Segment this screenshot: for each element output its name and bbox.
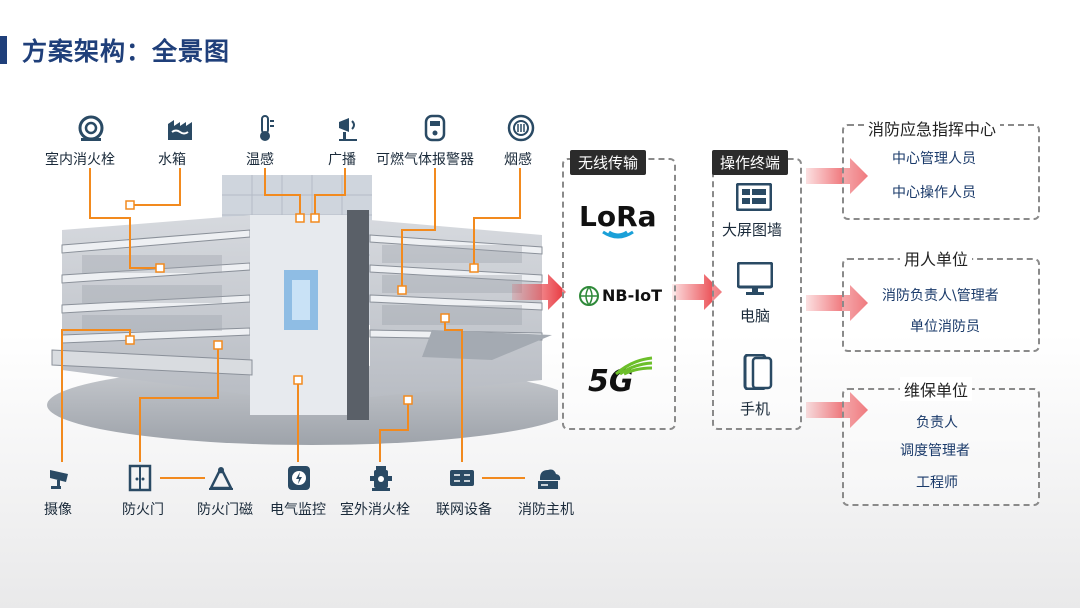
terminal-item-video-wall: 大屏图墙	[722, 221, 783, 239]
smoke-detector-icon	[507, 114, 535, 142]
group-command-center	[842, 124, 1040, 220]
group-employer	[842, 258, 1040, 352]
device-label-broadcast: 广播	[328, 152, 356, 168]
member-dispatcher: 调度管理者	[900, 443, 970, 459]
device-label-smoke: 烟感	[504, 152, 532, 168]
terminal-item-phone: 手机	[740, 400, 771, 418]
device-label-network: 联网设备	[436, 502, 492, 518]
terminal-title: 操作终端	[712, 150, 789, 175]
fire-door-icon	[126, 464, 154, 492]
device-label-outdoor-hydrant: 室外消火栓	[340, 502, 410, 518]
device-label-fire-host: 消防主机	[518, 502, 574, 518]
thermometer-icon	[251, 114, 279, 142]
device-label-temperature: 温感	[246, 152, 274, 168]
device-label-indoor-hydrant: 室内消火栓	[45, 152, 115, 168]
member-unit-fireman: 单位消防员	[910, 319, 980, 335]
building-cutaway-illustration	[47, 175, 558, 445]
terminal-item-computer: 电脑	[740, 307, 771, 325]
lora-logo: LoRa	[579, 200, 657, 233]
phone-icon	[743, 353, 773, 391]
network-device-icon	[448, 464, 476, 492]
hydrant-icon	[367, 464, 395, 492]
gas-detector-icon	[421, 114, 449, 142]
5g-signal-icon	[615, 356, 653, 376]
device-label-electrical: 电气监控	[270, 502, 326, 518]
title-accent-bar	[0, 36, 7, 64]
hose-reel-icon	[77, 114, 105, 142]
group-maintenance-title: 维保单位	[900, 377, 973, 401]
device-label-camera: 摄像	[44, 502, 72, 518]
page-title: 方案架构：全景图	[22, 37, 231, 66]
fire-host-icon	[534, 464, 562, 492]
group-employer-title: 用人单位	[900, 246, 973, 270]
member-engineer: 工程师	[916, 475, 958, 491]
electrical-monitor-icon	[285, 464, 313, 492]
monitor-icon	[736, 261, 774, 296]
globe-icon	[579, 286, 599, 306]
lora-signal-icon	[602, 230, 634, 239]
member-center-manager: 中心管理人员	[892, 151, 976, 167]
member-responsible: 负责人	[916, 415, 958, 431]
group-maintenance	[842, 388, 1040, 506]
device-label-fire-door: 防火门	[122, 502, 164, 518]
device-label-gas-alarm: 可燃气体报警器	[376, 152, 474, 168]
nbiot-label: NB-IoT	[602, 286, 663, 305]
member-center-operator: 中心操作人员	[892, 185, 976, 201]
wireless-title: 无线传输	[570, 150, 647, 175]
door-magnet-icon	[207, 464, 235, 492]
video-wall-icon	[735, 182, 773, 212]
device-label-water-tank: 水箱	[158, 152, 186, 168]
camera-icon	[48, 464, 76, 492]
water-tank-icon	[166, 114, 194, 142]
broadcast-icon	[335, 114, 363, 142]
nbiot-logo: NB-IoT	[578, 284, 664, 310]
group-command-center-title: 消防应急指挥中心	[864, 116, 1001, 140]
device-label-door-magnet: 防火门磁	[197, 502, 253, 518]
member-fire-manager: 消防负责人\管理者	[882, 288, 999, 304]
